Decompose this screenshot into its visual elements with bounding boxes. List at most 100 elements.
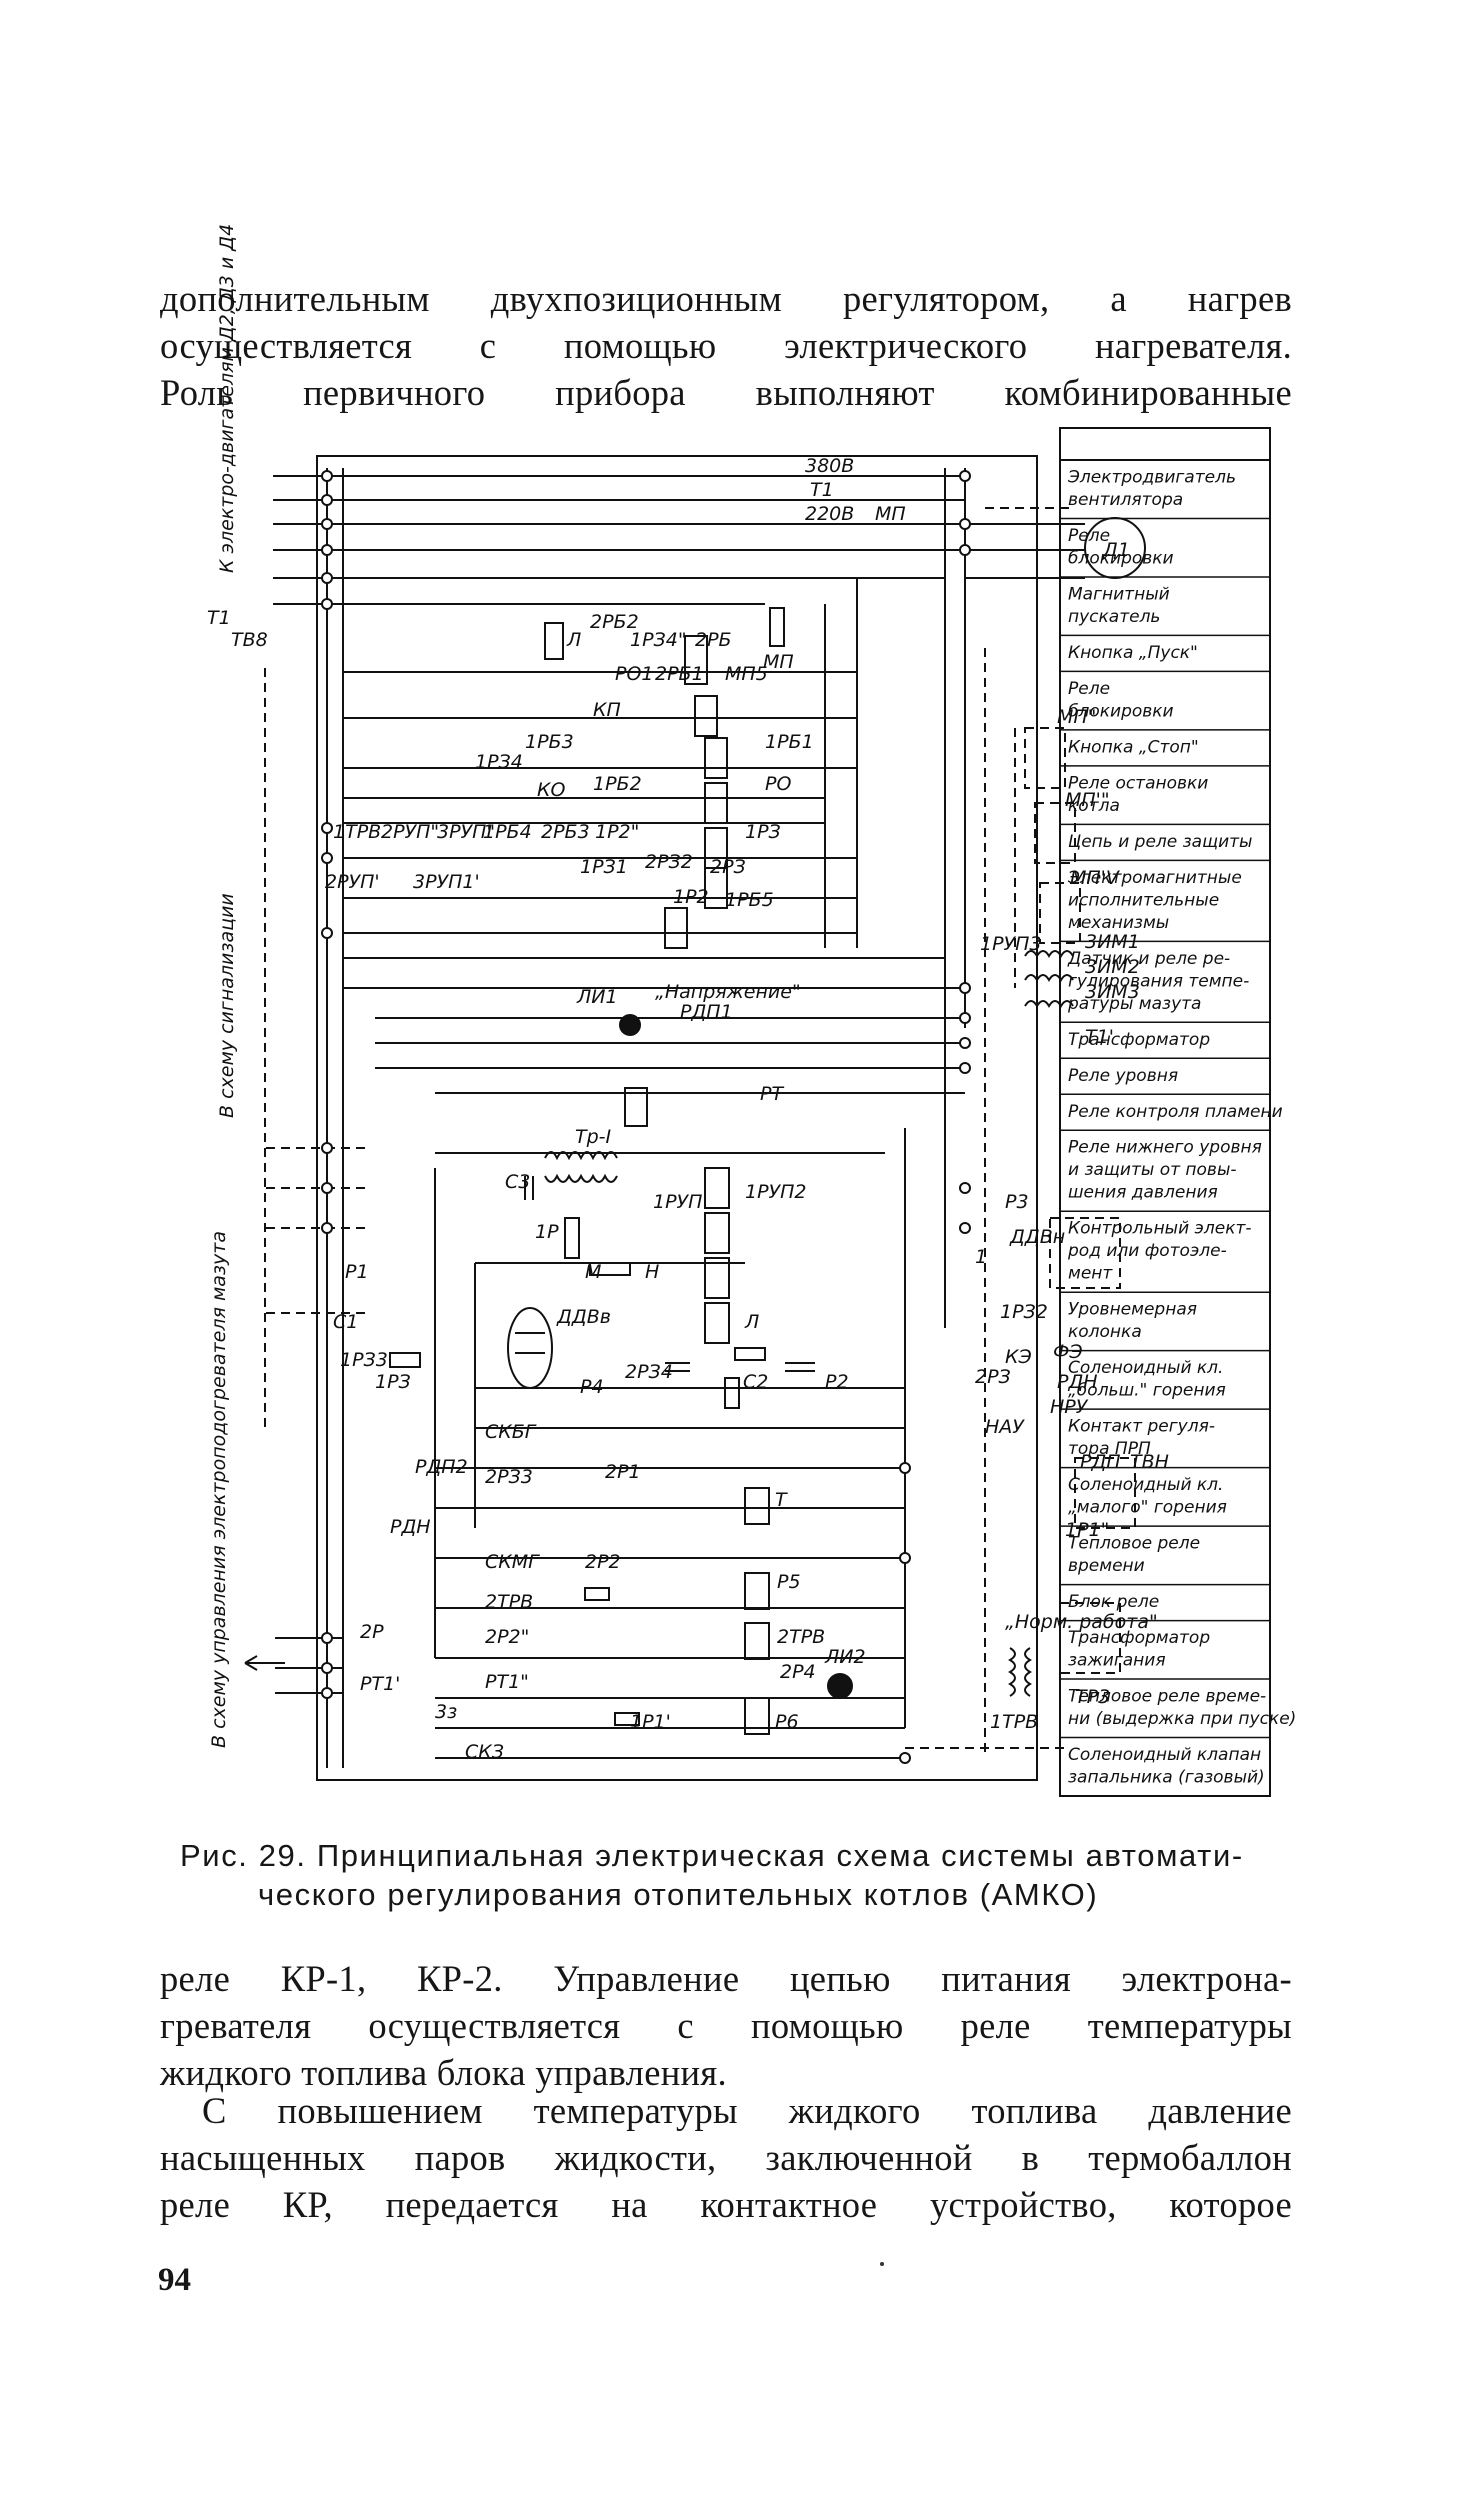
- legend-entry-text: запальника (газовый): [1068, 1768, 1265, 1788]
- legend-entry-text: Реле: [1068, 526, 1110, 546]
- diagram-label: Л: [744, 1311, 759, 1333]
- diagram-label: 1РУП3: [980, 933, 1042, 955]
- legend-entry-text: Реле контроля пламени: [1068, 1102, 1283, 1122]
- diagram-label: 2Р2: [585, 1551, 621, 1573]
- diagram-label: 2РБ3: [541, 821, 590, 843]
- print-speck: [880, 2262, 884, 2266]
- diagram-label: Р1: [345, 1261, 369, 1283]
- diagram-label: 1Р1': [630, 1711, 671, 1733]
- junction-dots: [321, 470, 971, 1764]
- diagram-label: 1Р2": [595, 821, 639, 843]
- diagram-label: ДДВв: [556, 1306, 611, 1328]
- legend-entry-text: Реле: [1068, 679, 1110, 699]
- diagram-label: Р2: [825, 1371, 849, 1393]
- diagram-label: 1ТРВ: [333, 821, 381, 843]
- legend-entry-text: „больш." горения: [1068, 1381, 1226, 1401]
- svg-text:В схему сигнализации: В схему сигнализации: [216, 893, 238, 1118]
- diagram-label: 1Р2: [673, 886, 709, 908]
- caption-line: Рис. 29. Принципиальная электрическая сх…: [180, 1838, 1244, 1873]
- text-line: жидкого топлива блока управления.: [160, 2052, 727, 2093]
- legend-entry-text: „малого" горения: [1068, 1498, 1227, 1518]
- diagram-label: М: [585, 1261, 601, 1283]
- diagram-label: МП'": [1065, 789, 1110, 811]
- diagram-label: „Напряжение": [655, 981, 801, 1003]
- diagram-label: МП'V: [1070, 867, 1121, 889]
- diagram-label: Т: [775, 1489, 788, 1511]
- diagram-label: КО: [537, 779, 565, 801]
- legend-entry-text: Тепловое реле: [1068, 1534, 1200, 1554]
- diagram-label: РО: [765, 773, 791, 795]
- legend-entry-text: Соленоидный кл.: [1068, 1475, 1223, 1495]
- diagram-label: 1РБ4: [483, 821, 532, 843]
- diagram-label: Р5: [777, 1571, 801, 1593]
- diagram-label: 1РУП2: [745, 1181, 807, 1203]
- diagram-label: 1РЗ: [745, 821, 781, 843]
- legend-entry-text: блокировки: [1068, 548, 1174, 568]
- diagram-label: МП5: [725, 663, 768, 685]
- legend-entry-text: Соленоидный клапан: [1068, 1745, 1261, 1765]
- diagram-label: 2Р1: [605, 1461, 641, 1483]
- legend-entry-text: Реле нижнего уровня: [1068, 1138, 1262, 1158]
- electrical-schematic-figure: К электро-двигателям Д2, Д3 и Д4 В схему…: [207, 224, 1296, 1797]
- diagram-label: 1РБ5: [725, 889, 774, 911]
- legend-entry-text: ни (выдержка при пуске): [1068, 1709, 1296, 1729]
- label-tv: ТВ8: [231, 629, 268, 651]
- side-label-motors: К электро-двигателям Д2, Д3 и Д4: [216, 224, 238, 573]
- diagram-label: РТ1": [485, 1671, 529, 1693]
- legend-entry-text: гулирования темпе-: [1068, 971, 1249, 991]
- legend-entry-text: шения давления: [1068, 1183, 1218, 1203]
- text-line: гревателя осуществляется с помощью реле …: [160, 2005, 1292, 2046]
- legend-entry-text: времени: [1068, 1556, 1145, 1576]
- diagram-labels: 380В Т1 220В МП Д1 Л 2РБ2 1РЗ4" 2РБ РО1 …: [325, 455, 1169, 1763]
- legend-entry-text: Электродвигатель: [1067, 467, 1236, 487]
- diagram-label: С3: [505, 1171, 530, 1193]
- diagram-label: Р6: [775, 1711, 799, 1733]
- diagram-label: 220В: [805, 503, 854, 525]
- diagram-label: ЛИ2: [824, 1646, 866, 1668]
- legend-entry-text: Магнитный: [1068, 584, 1170, 604]
- legend-entry-text: Электромагнитные: [1067, 868, 1242, 888]
- page-number: 94: [158, 2262, 191, 2298]
- paragraph-top: дополнительным двухпозиционным регулятор…: [160, 275, 1292, 416]
- svg-text:К электро-двигателям Д2, Д3 и: К электро-двигателям Д2, Д3 и Д4: [216, 224, 238, 573]
- diagram-label: Л: [566, 629, 581, 651]
- diagram-label: 2РЗ: [710, 856, 746, 878]
- diagram-label: 1РЗ2: [1000, 1301, 1048, 1323]
- diagram-label: ТР3: [1075, 1686, 1110, 1708]
- legend-entry-text: Уровнемерная: [1068, 1300, 1197, 1320]
- diagram-label: 1РБ1: [765, 731, 814, 753]
- diagram-label: СКБГ: [485, 1421, 537, 1443]
- diagram-label: ДДВн: [1009, 1226, 1065, 1248]
- diagram-label: 2Р2": [485, 1626, 529, 1648]
- diagram-label: Н: [645, 1261, 659, 1283]
- text-line: С повышением температуры жидкого топлива…: [202, 2090, 1292, 2131]
- legend-entry-text: Контрольный элект-: [1068, 1219, 1252, 1239]
- legend-table: ЭлектродвигательвентилятораРелеблокировк…: [1059, 427, 1296, 1797]
- legend-entry-text: котла: [1068, 796, 1120, 816]
- legend-entry-text: исполнительные: [1068, 890, 1219, 910]
- svg-text:В схему управления электроподо: В схему управления электроподогревателя …: [208, 1231, 230, 1748]
- diagram-label: „Норм. работа": [1005, 1611, 1158, 1633]
- diagram-label: РТ: [760, 1083, 784, 1105]
- diagram-label: 3РУП1': [413, 871, 480, 893]
- diagram-label: 1: [975, 1246, 987, 1268]
- diagram-label: 2РБ1: [655, 663, 704, 685]
- diagram-label: МП: [763, 651, 794, 673]
- diagram-label: 3ИМ3: [1085, 981, 1140, 1003]
- legend-entry-text: ратуры мазута: [1067, 994, 1201, 1014]
- diagram-label: 2РЗ: [975, 1366, 1011, 1388]
- diagram-label: РДН: [390, 1516, 431, 1538]
- diagram-label: 2РУП': [325, 871, 380, 893]
- diagram-label: 3РУП": [437, 821, 495, 843]
- label-t1: Т1: [207, 607, 231, 629]
- text-line: насыщенных паров жидкости, заключенной в…: [160, 2137, 1292, 2178]
- diagram-label: С2: [743, 1371, 768, 1393]
- diagram-label: Д1: [1102, 539, 1130, 561]
- diagram-label: ЛИ1: [576, 986, 618, 1008]
- diagram-label: 2РБ: [695, 629, 732, 651]
- diagram-label: СКЗ: [465, 1741, 504, 1763]
- legend-entry-text: механизмы: [1068, 913, 1169, 933]
- diagram-label: РДН: [1057, 1371, 1098, 1393]
- paragraph-bottom: С повышением температуры жидкого топлива…: [160, 2087, 1292, 2228]
- diagram-label: РДП1: [680, 1001, 733, 1023]
